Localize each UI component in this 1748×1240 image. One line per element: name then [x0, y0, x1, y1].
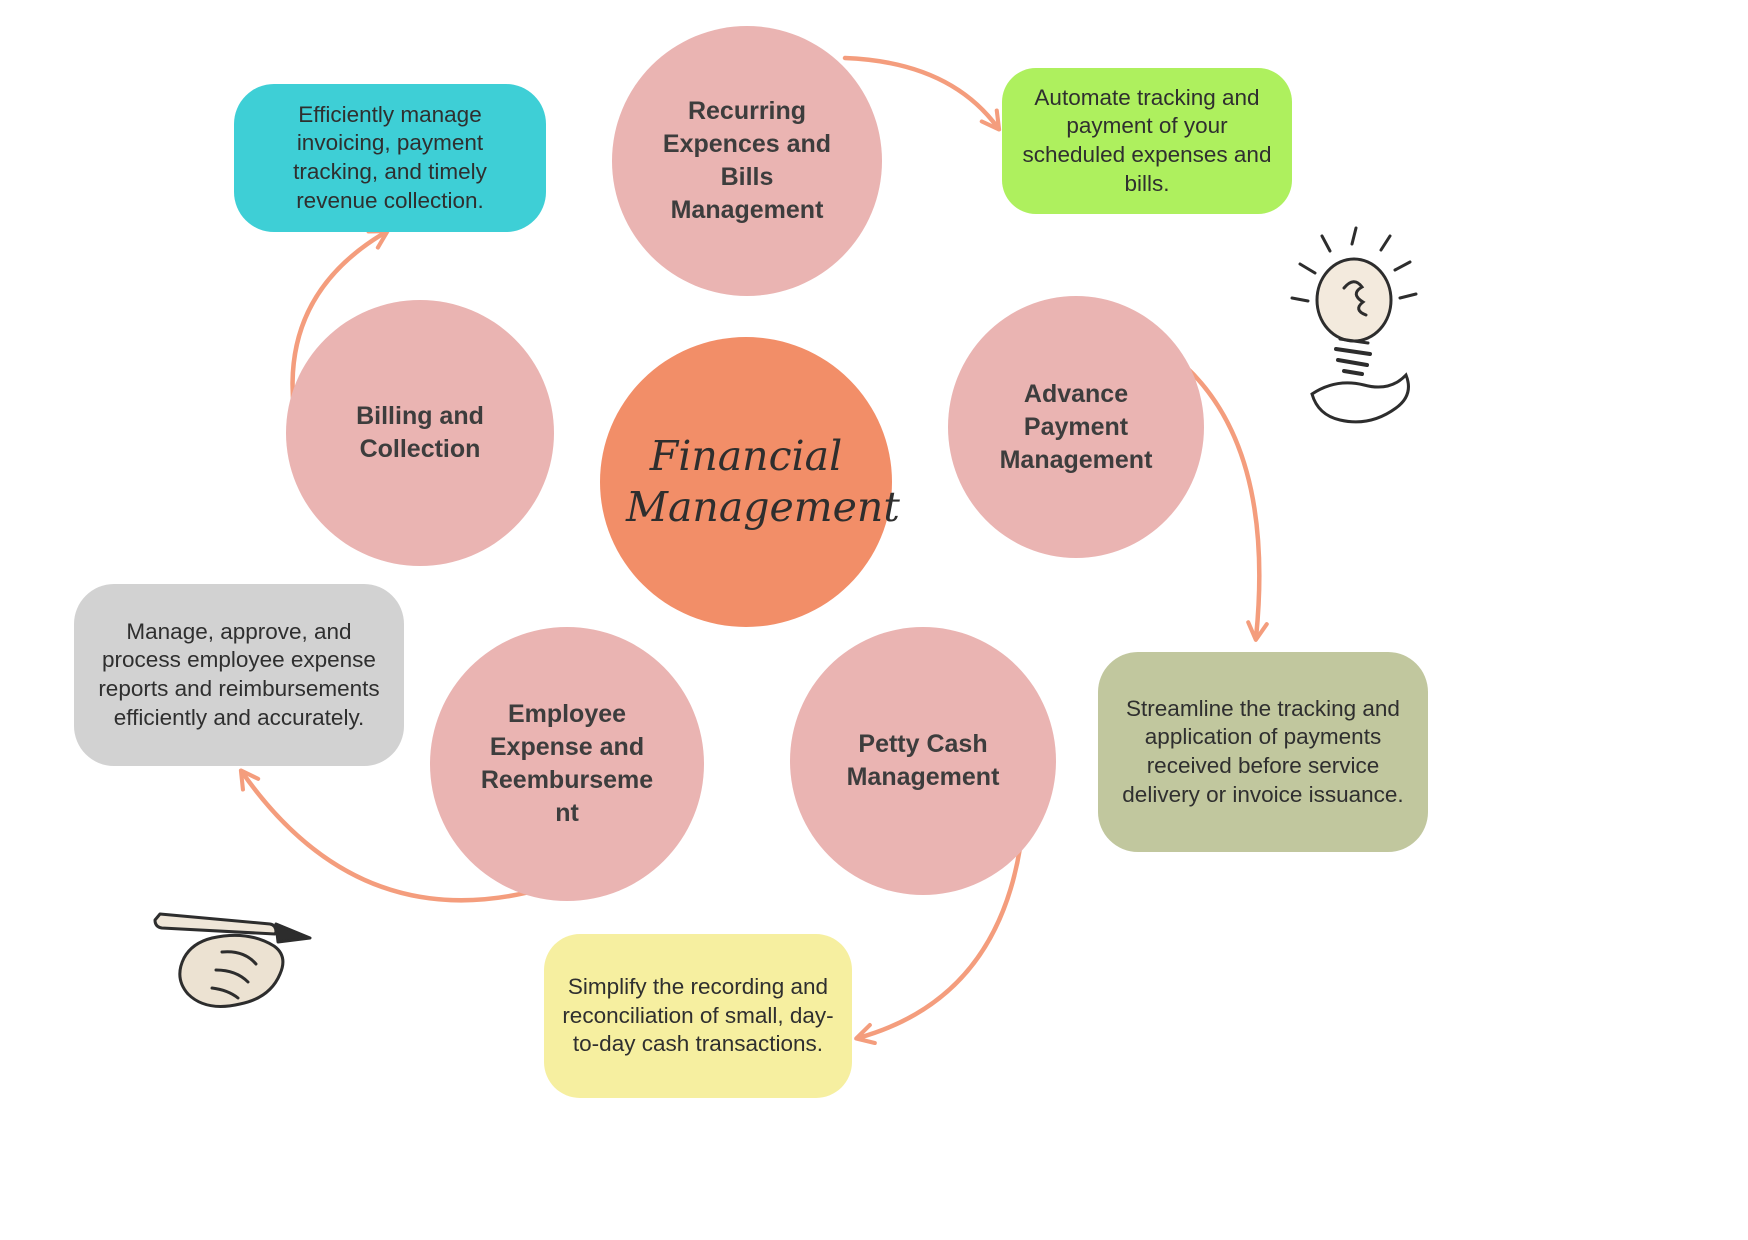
- node-recurring-expenses: Recurring Expences and Bills Management: [612, 26, 882, 296]
- node-petty-cash: Petty Cash Management: [790, 627, 1056, 895]
- node-petty-label: Petty Cash Management: [846, 730, 1000, 791]
- callout-advance-text: Streamline the tracking and application …: [1122, 695, 1404, 807]
- node-employee-expense: Employee Expense and Reembursement: [430, 627, 704, 901]
- callout-employee-note: Manage, approve, and process employee ex…: [74, 584, 404, 766]
- center-title: Financial Management: [626, 431, 900, 531]
- node-financial-management-center: Financial Management: [600, 337, 900, 627]
- callout-recurring-text: Automate tracking and payment of your sc…: [1022, 84, 1272, 196]
- node-recurring-label: Recurring Expences and Bills Management: [662, 97, 832, 224]
- node-employee-label: Employee Expense and Reembursement: [480, 700, 654, 827]
- callout-recurring-note: Automate tracking and payment of your sc…: [1002, 68, 1292, 214]
- node-billing-label: Billing and Collection: [356, 402, 484, 463]
- hand-writing-sketch-icon: [153, 912, 312, 1008]
- callout-billing-note: Efficiently manage invoicing, payment tr…: [234, 84, 546, 232]
- node-advance-label: Advance Payment Management: [999, 379, 1153, 474]
- callout-petty-text: Simplify the recording and reconciliatio…: [562, 974, 834, 1057]
- callout-billing-text: Efficiently manage invoicing, payment tr…: [293, 101, 487, 213]
- node-billing-collection: Billing and Collection: [286, 300, 554, 566]
- callout-advance-note: Streamline the tracking and application …: [1098, 652, 1428, 852]
- node-advance-payment: Advance Payment Management: [948, 296, 1204, 558]
- callout-petty-note: Simplify the recording and reconciliatio…: [544, 934, 852, 1098]
- callout-employee-text: Manage, approve, and process employee ex…: [98, 618, 380, 730]
- lightbulb-sketch-icon: [1290, 226, 1418, 424]
